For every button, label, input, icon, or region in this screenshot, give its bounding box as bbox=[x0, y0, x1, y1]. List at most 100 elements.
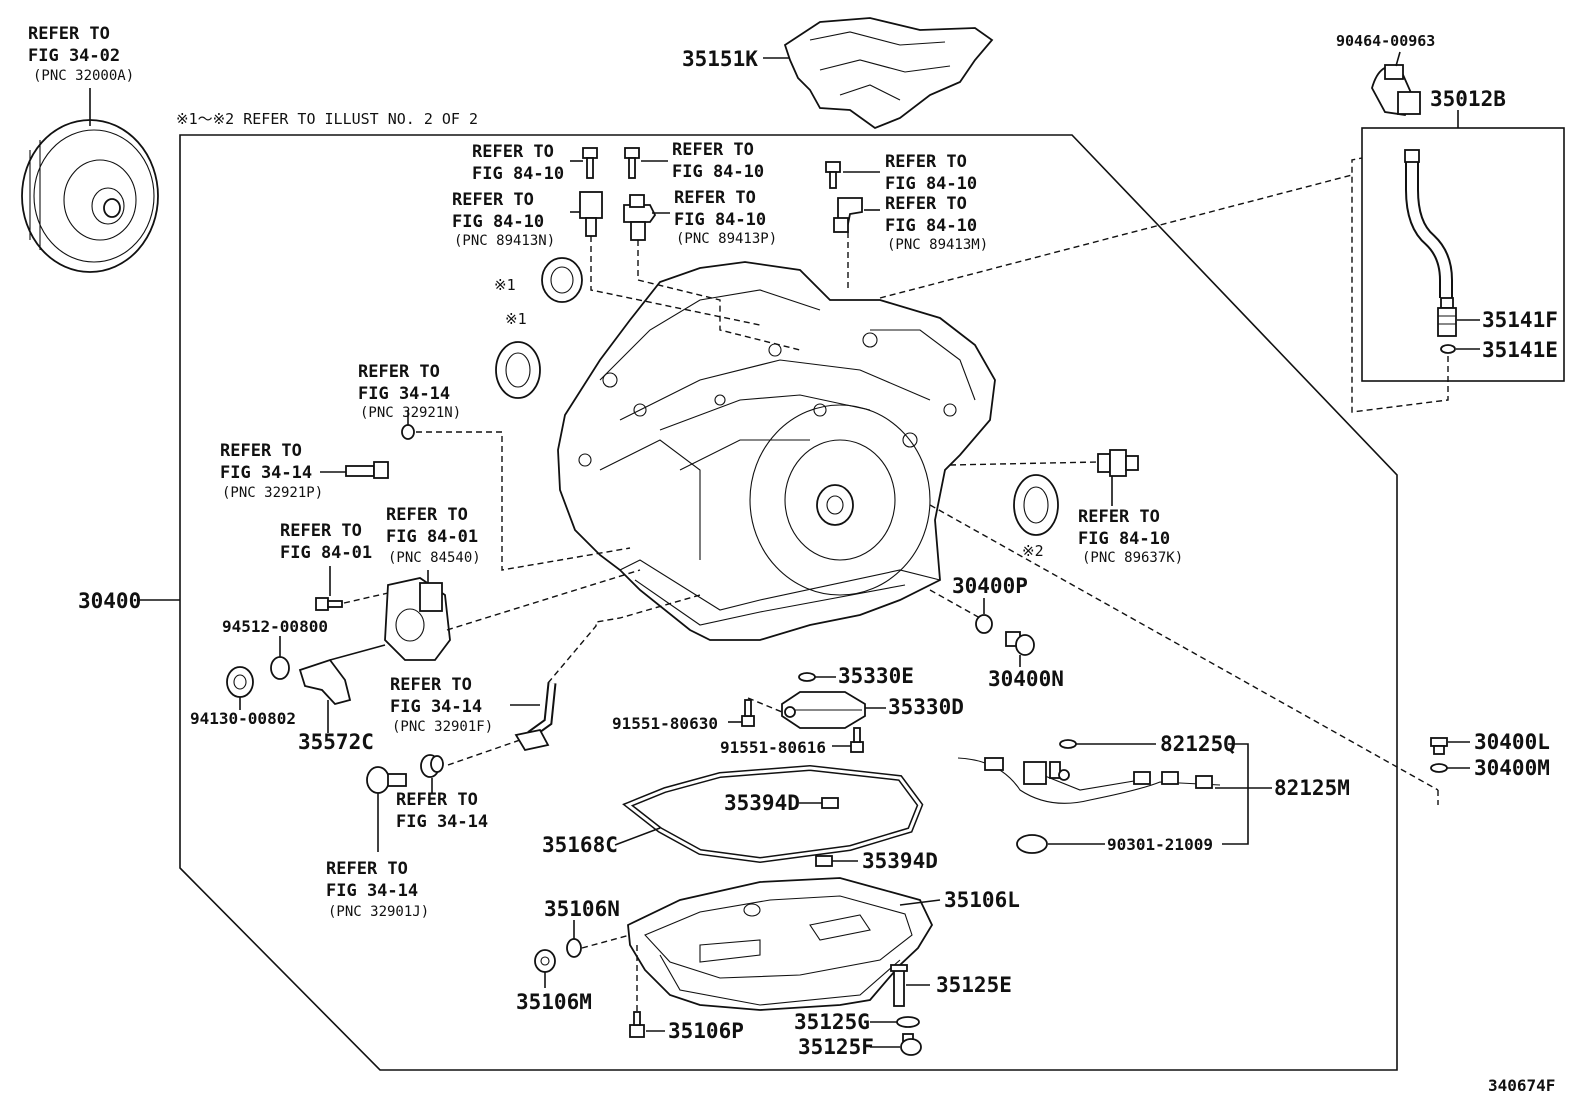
stud-35125e[interactable] bbox=[890, 964, 908, 1007]
label-30400: 30400 bbox=[78, 589, 141, 613]
oil-seal-2[interactable] bbox=[1013, 474, 1059, 536]
ref-3414-l2: FIG 34-14 bbox=[396, 812, 488, 832]
label-35394d-b: 35394D bbox=[862, 849, 938, 873]
magnet-35394d-b[interactable] bbox=[815, 855, 833, 867]
speed-sensor-m[interactable] bbox=[833, 197, 863, 233]
ref-89413n-pnc: (PNC 89413N) bbox=[454, 233, 555, 249]
guide-32901f-b bbox=[447, 739, 521, 766]
ref-sensor-n-l2: FIG 84-10 bbox=[472, 164, 564, 184]
ref-89637k-l1: REFER TO bbox=[1078, 507, 1160, 527]
label-35106p: 35106P bbox=[668, 1019, 744, 1043]
plug-35125f[interactable] bbox=[900, 1033, 922, 1056]
harness-o-ring[interactable] bbox=[1059, 739, 1077, 749]
speed-sensor-k[interactable] bbox=[1097, 449, 1139, 477]
gasket-3414[interactable] bbox=[420, 754, 444, 778]
bolt-91551-616[interactable] bbox=[850, 727, 864, 753]
bolt-sensor-n[interactable] bbox=[582, 147, 598, 179]
wire-harness[interactable] bbox=[957, 757, 1221, 804]
oil-strainer[interactable] bbox=[781, 691, 866, 729]
ref-32921n-l1: REFER TO bbox=[358, 362, 440, 382]
o-ring-32921n[interactable] bbox=[401, 424, 415, 440]
label-94130: 94130-00802 bbox=[190, 709, 296, 728]
ref-84540-pnc: (PNC 84540) bbox=[388, 550, 481, 566]
label-30400l: 30400L bbox=[1474, 730, 1550, 754]
filter-o-ring[interactable] bbox=[798, 672, 816, 682]
assembly-frame bbox=[179, 134, 1398, 1071]
washer-94512[interactable] bbox=[270, 656, 290, 680]
guide-lever bbox=[329, 644, 386, 661]
ref-89413m-l2: FIG 84-10 bbox=[885, 216, 977, 236]
label-30400m: 30400M bbox=[1474, 756, 1550, 780]
hose-clamp[interactable] bbox=[1371, 64, 1421, 117]
guide-30400m bbox=[929, 504, 1439, 791]
leader-90464 bbox=[1395, 51, 1401, 67]
speed-sensor-n[interactable] bbox=[579, 191, 603, 237]
torque-converter[interactable] bbox=[21, 119, 159, 273]
speed-sensor-p[interactable] bbox=[623, 194, 657, 241]
gasket-30400m[interactable] bbox=[1430, 763, 1448, 773]
oil-seal-1a[interactable] bbox=[541, 257, 583, 303]
label-35125f: 35125F bbox=[798, 1035, 874, 1059]
bracket-82125m bbox=[1222, 743, 1249, 845]
bolt-91551-630[interactable] bbox=[741, 699, 755, 727]
gasket-35106n[interactable] bbox=[566, 938, 582, 958]
ref-89413p-pnc: (PNC 89413P) bbox=[676, 231, 777, 247]
label-90301: 90301-21009 bbox=[1107, 835, 1213, 854]
guide-32921n bbox=[416, 431, 631, 571]
mark-1a: ※1 bbox=[494, 276, 516, 294]
ref-sensor-p-l1: REFER TO bbox=[672, 140, 754, 160]
oil-tube-32901f[interactable] bbox=[514, 682, 557, 752]
label-30400p: 30400P bbox=[952, 574, 1028, 598]
gasket-35125g[interactable] bbox=[896, 1016, 920, 1028]
plug-30400n[interactable] bbox=[1005, 631, 1035, 656]
bolt-sensor-p[interactable] bbox=[624, 147, 640, 179]
ref-89413n-l2: FIG 84-10 bbox=[452, 212, 544, 232]
magnet-35394d-a[interactable] bbox=[821, 797, 839, 809]
o-ring-90301[interactable] bbox=[1016, 834, 1048, 854]
label-35330d: 35330D bbox=[888, 695, 964, 719]
fitting-32921p[interactable] bbox=[345, 461, 389, 479]
breather-hose[interactable] bbox=[1404, 149, 1453, 298]
nut-94130[interactable] bbox=[226, 666, 254, 698]
label-35125g: 35125G bbox=[794, 1010, 870, 1034]
ref-32901f-l2: FIG 34-14 bbox=[390, 697, 482, 717]
label-35141e: 35141E bbox=[1482, 338, 1558, 362]
plug-30400l[interactable] bbox=[1430, 737, 1448, 755]
guide-switch bbox=[446, 569, 641, 631]
union-bolt-32901j[interactable] bbox=[366, 766, 407, 794]
breather-plug[interactable] bbox=[1437, 297, 1457, 337]
upper-cover[interactable] bbox=[783, 17, 994, 130]
plug-35106m[interactable] bbox=[534, 949, 556, 973]
label-35141f: 35141F bbox=[1482, 308, 1558, 332]
pan-gasket[interactable] bbox=[622, 764, 924, 864]
illust-note: ※1～※2 REFER TO ILLUST NO. 2 OF 2 bbox=[176, 110, 478, 128]
ref-8401-l2: FIG 84-01 bbox=[280, 543, 372, 563]
ref-sensor-m-l1: REFER TO bbox=[885, 152, 967, 172]
breather-connect bbox=[879, 174, 1353, 299]
label-30400n: 30400N bbox=[988, 667, 1064, 691]
label-35330e: 35330E bbox=[838, 664, 914, 688]
ref-32000a-l2: FIG 34-02 bbox=[28, 46, 120, 66]
oil-pan[interactable] bbox=[627, 877, 934, 1011]
neutral-start-switch[interactable] bbox=[384, 577, 451, 661]
label-35151k: 35151K bbox=[682, 47, 758, 71]
breather-gasket[interactable] bbox=[1440, 344, 1456, 354]
oil-seal-1b[interactable] bbox=[495, 341, 541, 399]
label-91551-616: 91551-80616 bbox=[720, 738, 826, 757]
ref-32921p-l1: REFER TO bbox=[220, 441, 302, 461]
bolt-84-01[interactable] bbox=[315, 597, 343, 611]
mark-1b: ※1 bbox=[505, 310, 527, 328]
label-91551-630: 91551-80630 bbox=[612, 714, 718, 733]
gasket-30400p[interactable] bbox=[975, 614, 993, 634]
bolt-sensor-m[interactable] bbox=[825, 161, 841, 189]
label-35106l: 35106L bbox=[944, 888, 1020, 912]
ref-32901j-pnc: (PNC 32901J) bbox=[328, 904, 429, 920]
ref-8401-l1: REFER TO bbox=[280, 521, 362, 541]
figure-id: 340674F bbox=[1488, 1076, 1555, 1095]
ref-sensor-n-l1: REFER TO bbox=[472, 142, 554, 162]
ref-32921p-l2: FIG 34-14 bbox=[220, 463, 312, 483]
transaxle-case[interactable] bbox=[557, 261, 996, 641]
shift-lever-35572c[interactable] bbox=[298, 658, 352, 706]
bolt-35106p[interactable] bbox=[629, 1011, 645, 1038]
